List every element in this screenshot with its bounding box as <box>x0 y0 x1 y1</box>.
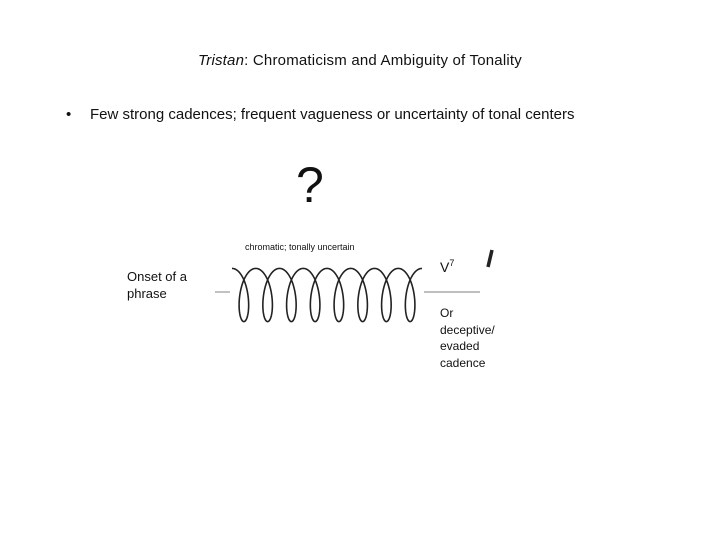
cadence-tick <box>488 250 492 267</box>
coil-path <box>232 268 422 321</box>
